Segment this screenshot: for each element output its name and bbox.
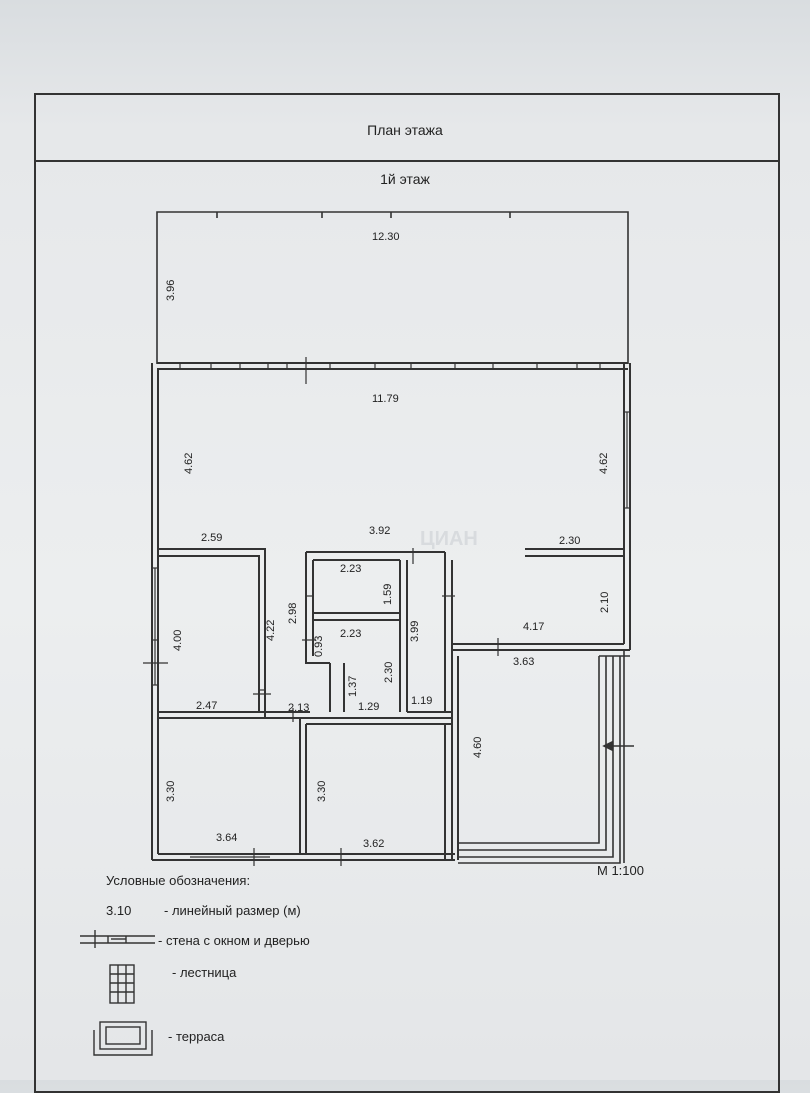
dim-terrace-width: 12.30 <box>372 231 400 243</box>
dim-bath-2-width: 2.23 <box>340 628 361 640</box>
dim-living-right-depth: 4.62 <box>598 453 610 474</box>
legend-symbol-dimension: 3.10 <box>106 903 132 918</box>
dim-room-bl-width: 3.64 <box>216 832 237 844</box>
dim-porch-width: 3.63 <box>513 656 534 668</box>
dim-corridor-depth: 4.22 <box>265 620 277 641</box>
dim-bath-1-width: 2.23 <box>340 563 361 575</box>
dim-living-left-depth: 4.62 <box>183 453 195 474</box>
dim-step-depth: 0.93 <box>313 636 325 657</box>
dim-kitchen-width: 4.17 <box>523 621 544 633</box>
dim-terrace-depth: 3.96 <box>165 280 177 301</box>
dim-stair-width: 1.19 <box>411 695 432 707</box>
dim-room-bl-depth: 3.30 <box>165 781 177 802</box>
dim-bedroom-left-depth: 4.00 <box>172 630 184 651</box>
dim-porch-depth: 4.60 <box>472 737 484 758</box>
dim-hall-width: 3.92 <box>369 525 390 537</box>
dim-room-left-width: 2.59 <box>201 532 222 544</box>
terrace <box>156 211 629 364</box>
top-windows <box>179 357 601 384</box>
floor-title: 1й этаж <box>380 171 430 187</box>
legend-title: Условные обозначения: <box>106 873 251 888</box>
legend-label-stairs: - лестница <box>172 965 237 980</box>
stairs-icon <box>109 964 135 1004</box>
left-windows <box>143 567 168 686</box>
dim-stair-depth: 3.99 <box>409 621 421 642</box>
legend-label-terrace: - терраса <box>168 1029 225 1044</box>
right-windows <box>624 411 630 509</box>
door-marks <box>190 548 499 866</box>
dim-room-right-depth: 2.10 <box>599 592 611 613</box>
dim-hall-small-width: 2.13 <box>288 702 309 714</box>
dim-living-width: 11.79 <box>372 393 399 405</box>
plan-title: План этажа <box>367 122 443 138</box>
dim-bedroom-left-width: 2.47 <box>196 700 217 712</box>
dim-room-right-width: 2.30 <box>559 535 580 547</box>
dim-closet-width: 1.29 <box>358 701 379 713</box>
porch <box>458 650 634 864</box>
legend-label-wall: - стена с окном и дверью <box>158 933 310 948</box>
dim-bath-1-depth: 1.59 <box>382 584 394 605</box>
dim-bath-2-depth: 2.30 <box>383 662 395 683</box>
dim-room-bm-depth: 3.30 <box>316 781 328 802</box>
terrace-icon <box>93 1021 153 1056</box>
title-divider <box>34 160 780 162</box>
dim-room-bm-width: 3.62 <box>363 838 384 850</box>
watermark: ЦИАН <box>420 528 478 550</box>
dim-closet-depth: 1.37 <box>347 676 359 697</box>
scale-label: М 1:100 <box>597 863 644 878</box>
wall-window-door-icon <box>80 930 155 948</box>
dim-corridor-short: 2.98 <box>287 603 299 624</box>
legend-label-dimension: - линейный размер (м) <box>164 903 301 918</box>
dimension-labels: 12.30 3.96 11.79 4.62 4.62 3.92 2.59 2.3… <box>165 231 611 850</box>
